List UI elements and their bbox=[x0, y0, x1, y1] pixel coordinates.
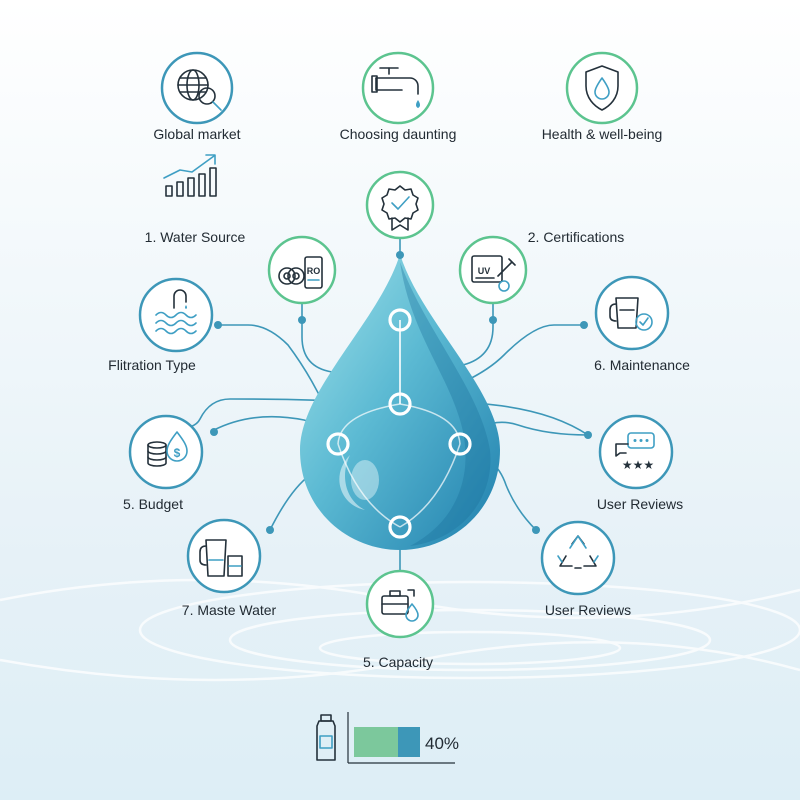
global-market-label: Global market bbox=[153, 126, 240, 142]
certifications-node: UV bbox=[458, 235, 528, 305]
progress-fill-blue bbox=[398, 727, 420, 757]
certification-badge-node bbox=[365, 170, 435, 240]
faucet-icon bbox=[371, 67, 420, 108]
svg-text:★★★: ★★★ bbox=[622, 458, 654, 472]
coins-dollar-icon: $ bbox=[147, 431, 188, 467]
ro-label: RO bbox=[307, 266, 321, 276]
maintenance-label: 6. Maintenance bbox=[594, 357, 690, 373]
globe-search-icon bbox=[177, 69, 222, 111]
certifications-label: 2. Certifications bbox=[528, 229, 624, 245]
global-market-item: Global market bbox=[153, 51, 241, 142]
progress-value-label: 40% bbox=[425, 734, 459, 753]
drop-node bbox=[388, 515, 412, 539]
pitcher-check-icon bbox=[609, 297, 653, 331]
recycling-node bbox=[540, 520, 616, 596]
drop-node bbox=[326, 432, 350, 456]
water-tap-waves-icon bbox=[155, 289, 197, 335]
briefcase-drop-icon bbox=[381, 589, 419, 622]
jug-glass-icon bbox=[199, 539, 243, 577]
capacity-node bbox=[365, 569, 435, 639]
badge-check-icon bbox=[381, 185, 419, 231]
maintenance-node bbox=[594, 275, 670, 351]
growth-chart-icon bbox=[163, 154, 217, 197]
choosing-daunting-item: Choosing daunting bbox=[340, 51, 457, 142]
user-reviews-label-2: User Reviews bbox=[545, 602, 631, 618]
user-reviews-node: ★★★ bbox=[598, 414, 674, 490]
budget-label: 5. Budget bbox=[123, 496, 183, 512]
uv-tools-icon: UV bbox=[471, 255, 516, 292]
shield-drop-icon bbox=[585, 65, 619, 111]
connector-dots bbox=[210, 251, 592, 579]
waste-water-label: 7. Maste Water bbox=[182, 602, 277, 618]
budget-node: $ bbox=[128, 414, 204, 490]
user-reviews-label-1: User Reviews bbox=[597, 496, 683, 512]
water-drop bbox=[300, 254, 500, 550]
capacity-label: 5. Capacity bbox=[363, 654, 433, 670]
filtration-type-label: Flitration Type bbox=[108, 357, 196, 373]
progress-indicator: 40% bbox=[316, 712, 459, 764]
drop-node bbox=[448, 432, 472, 456]
progress-fill-green bbox=[354, 727, 398, 757]
svg-text:$: $ bbox=[174, 446, 181, 460]
ro-filter-icon: RO bbox=[278, 256, 323, 289]
bottle-icon bbox=[316, 714, 336, 761]
choosing-daunting-label: Choosing daunting bbox=[340, 126, 457, 142]
recycle-icon bbox=[557, 535, 599, 569]
drop-node bbox=[388, 308, 412, 332]
water-source-label: 1. Water Source bbox=[145, 229, 246, 245]
filtration-type-node bbox=[138, 277, 214, 353]
uv-label: UV bbox=[478, 266, 491, 276]
health-wellbeing-item: Health & well-being bbox=[542, 51, 663, 142]
review-stars-icon: ★★★ bbox=[615, 432, 655, 472]
waste-water-node bbox=[186, 518, 262, 594]
health-wellbeing-label: Health & well-being bbox=[542, 126, 663, 142]
water-source-node: RO bbox=[267, 235, 337, 305]
drop-node bbox=[388, 392, 412, 416]
